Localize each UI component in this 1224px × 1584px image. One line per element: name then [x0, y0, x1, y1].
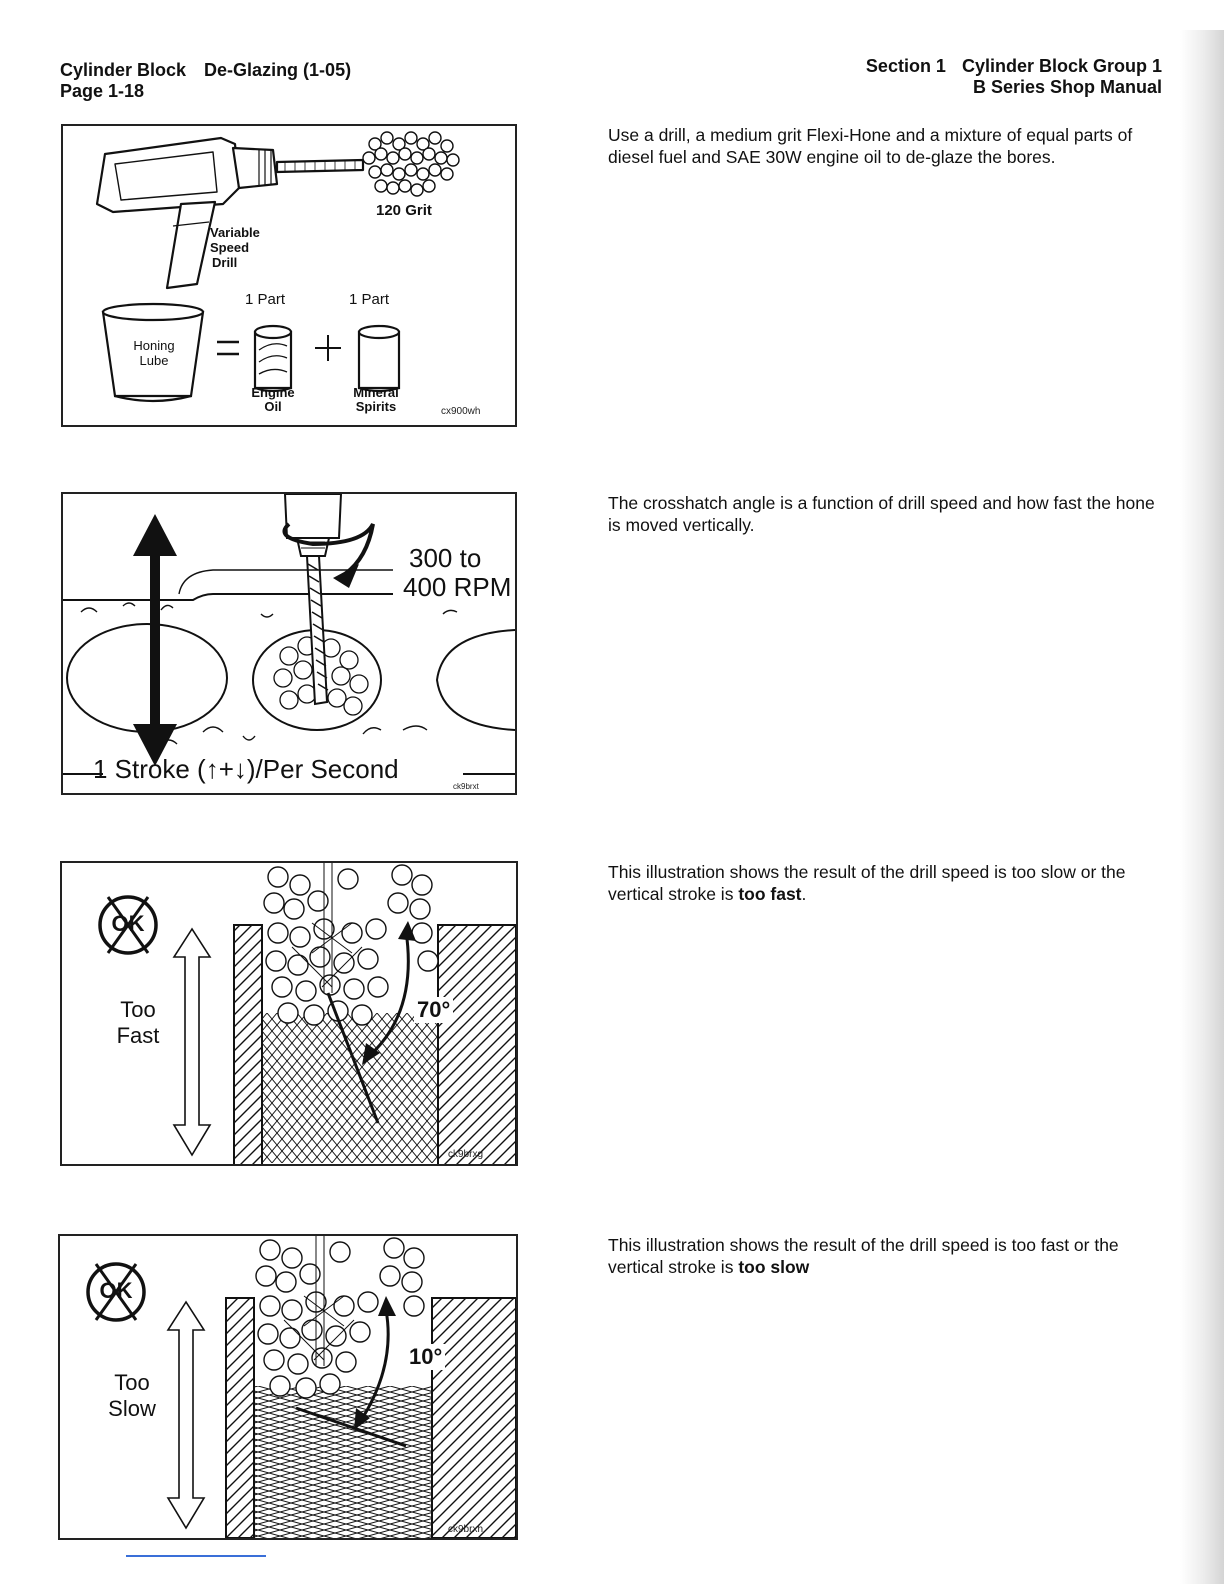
label-too-slow: Too Slow	[100, 1370, 164, 1422]
label-stroke-rate: 1 Stroke (↑+↓)/Per Second	[93, 754, 399, 785]
vertical-stroke-arrow	[133, 514, 177, 766]
label-grit: 120 Grit	[376, 202, 432, 219]
header-manual: B Series Shop Manual	[850, 77, 1162, 98]
emphasis-too-slow: too slow	[738, 1257, 809, 1277]
stroke-speed-arrow	[168, 1302, 204, 1528]
header-section: Section 1	[866, 56, 946, 76]
label-part-oil: 1 Part	[245, 291, 285, 308]
figure-stroke-rate: 300 to 400 RPM 1 Stroke (↑+↓)/Per Second…	[61, 492, 517, 795]
honing-setup-illustration	[63, 126, 515, 425]
figure-too-slow: OK Too Slow 10° ck9brxh	[58, 1234, 518, 1540]
figure-code: cx900wh	[441, 406, 480, 417]
bore-left	[67, 624, 227, 732]
label-angle: 70°	[414, 997, 453, 1023]
drill-chuck	[285, 494, 341, 538]
cylinder-wall-right	[432, 1298, 516, 1538]
emphasis-too-fast: too fast	[738, 884, 801, 904]
page-edge-shadow	[1180, 30, 1224, 1584]
page-header-right: Section 1 Cylinder Block Group 1 B Series…	[850, 56, 1162, 98]
cylinder-wall-left	[226, 1298, 254, 1538]
figure-code: ck9brxg	[448, 1149, 483, 1160]
figure-code: ck9brxt	[453, 782, 479, 791]
hone-shaft	[307, 556, 327, 704]
figure-code: ck9brxh	[448, 1524, 483, 1535]
bore-crosshatch	[262, 1013, 438, 1163]
drill-handle	[167, 202, 215, 288]
label-engine-oil: Engine Oil	[243, 386, 303, 414]
footer-rule	[126, 1555, 266, 1557]
cylinder-wall-left	[234, 925, 262, 1164]
hone-balls	[264, 865, 438, 1025]
label-angle: 10°	[406, 1344, 445, 1370]
page-header-left: Cylinder Block De-Glazing (1-05) Page 1-1…	[60, 60, 369, 102]
label-rpm: 300 to 400 RPM	[403, 544, 511, 602]
label-drill: Variable Speed Drill	[210, 225, 260, 270]
label-part-spirits: 1 Part	[349, 291, 389, 308]
badge-ok: OK	[106, 911, 150, 937]
plus-sign	[315, 335, 341, 361]
equals-sign	[217, 342, 239, 354]
engine-oil-can	[255, 326, 291, 391]
paragraph-too-fast: This illustration shows the result of th…	[608, 861, 1168, 905]
paragraph-crosshatch-angle: The crosshatch angle is a function of dr…	[608, 492, 1168, 536]
paragraph-deglaze-mixture: Use a drill, a medium grit Flexi-Hone an…	[608, 124, 1168, 168]
drill-body	[97, 138, 239, 212]
badge-ok: OK	[94, 1278, 138, 1304]
mineral-spirits-jar	[359, 326, 399, 391]
label-mineral-spirits: Mineral Spirits	[345, 386, 407, 414]
header-group: Cylinder Block Group 1	[962, 56, 1162, 76]
paragraph-too-slow: This illustration shows the result of th…	[608, 1234, 1168, 1278]
header-title: Cylinder Block	[60, 60, 186, 80]
label-too-fast: Too Fast	[108, 997, 168, 1049]
flexi-hone-brush	[363, 132, 459, 196]
label-honing-lube: Honing Lube	[121, 338, 187, 368]
stroke-speed-arrow	[174, 929, 210, 1155]
page-number: Page 1-18	[60, 81, 369, 102]
bore-crosshatch	[254, 1386, 432, 1538]
hone-balls	[256, 1238, 424, 1398]
header-subtitle: De-Glazing (1-05)	[204, 60, 351, 80]
cylinder-wall-right	[438, 925, 516, 1164]
figure-too-fast: OK Too Fast 70° ck9brxg	[60, 861, 518, 1166]
bore-right	[437, 630, 515, 730]
stroke-rate-illustration	[63, 494, 515, 793]
figure-honing-setup: 120 Grit Variable Speed Drill 1 Part 1 P…	[61, 124, 517, 427]
